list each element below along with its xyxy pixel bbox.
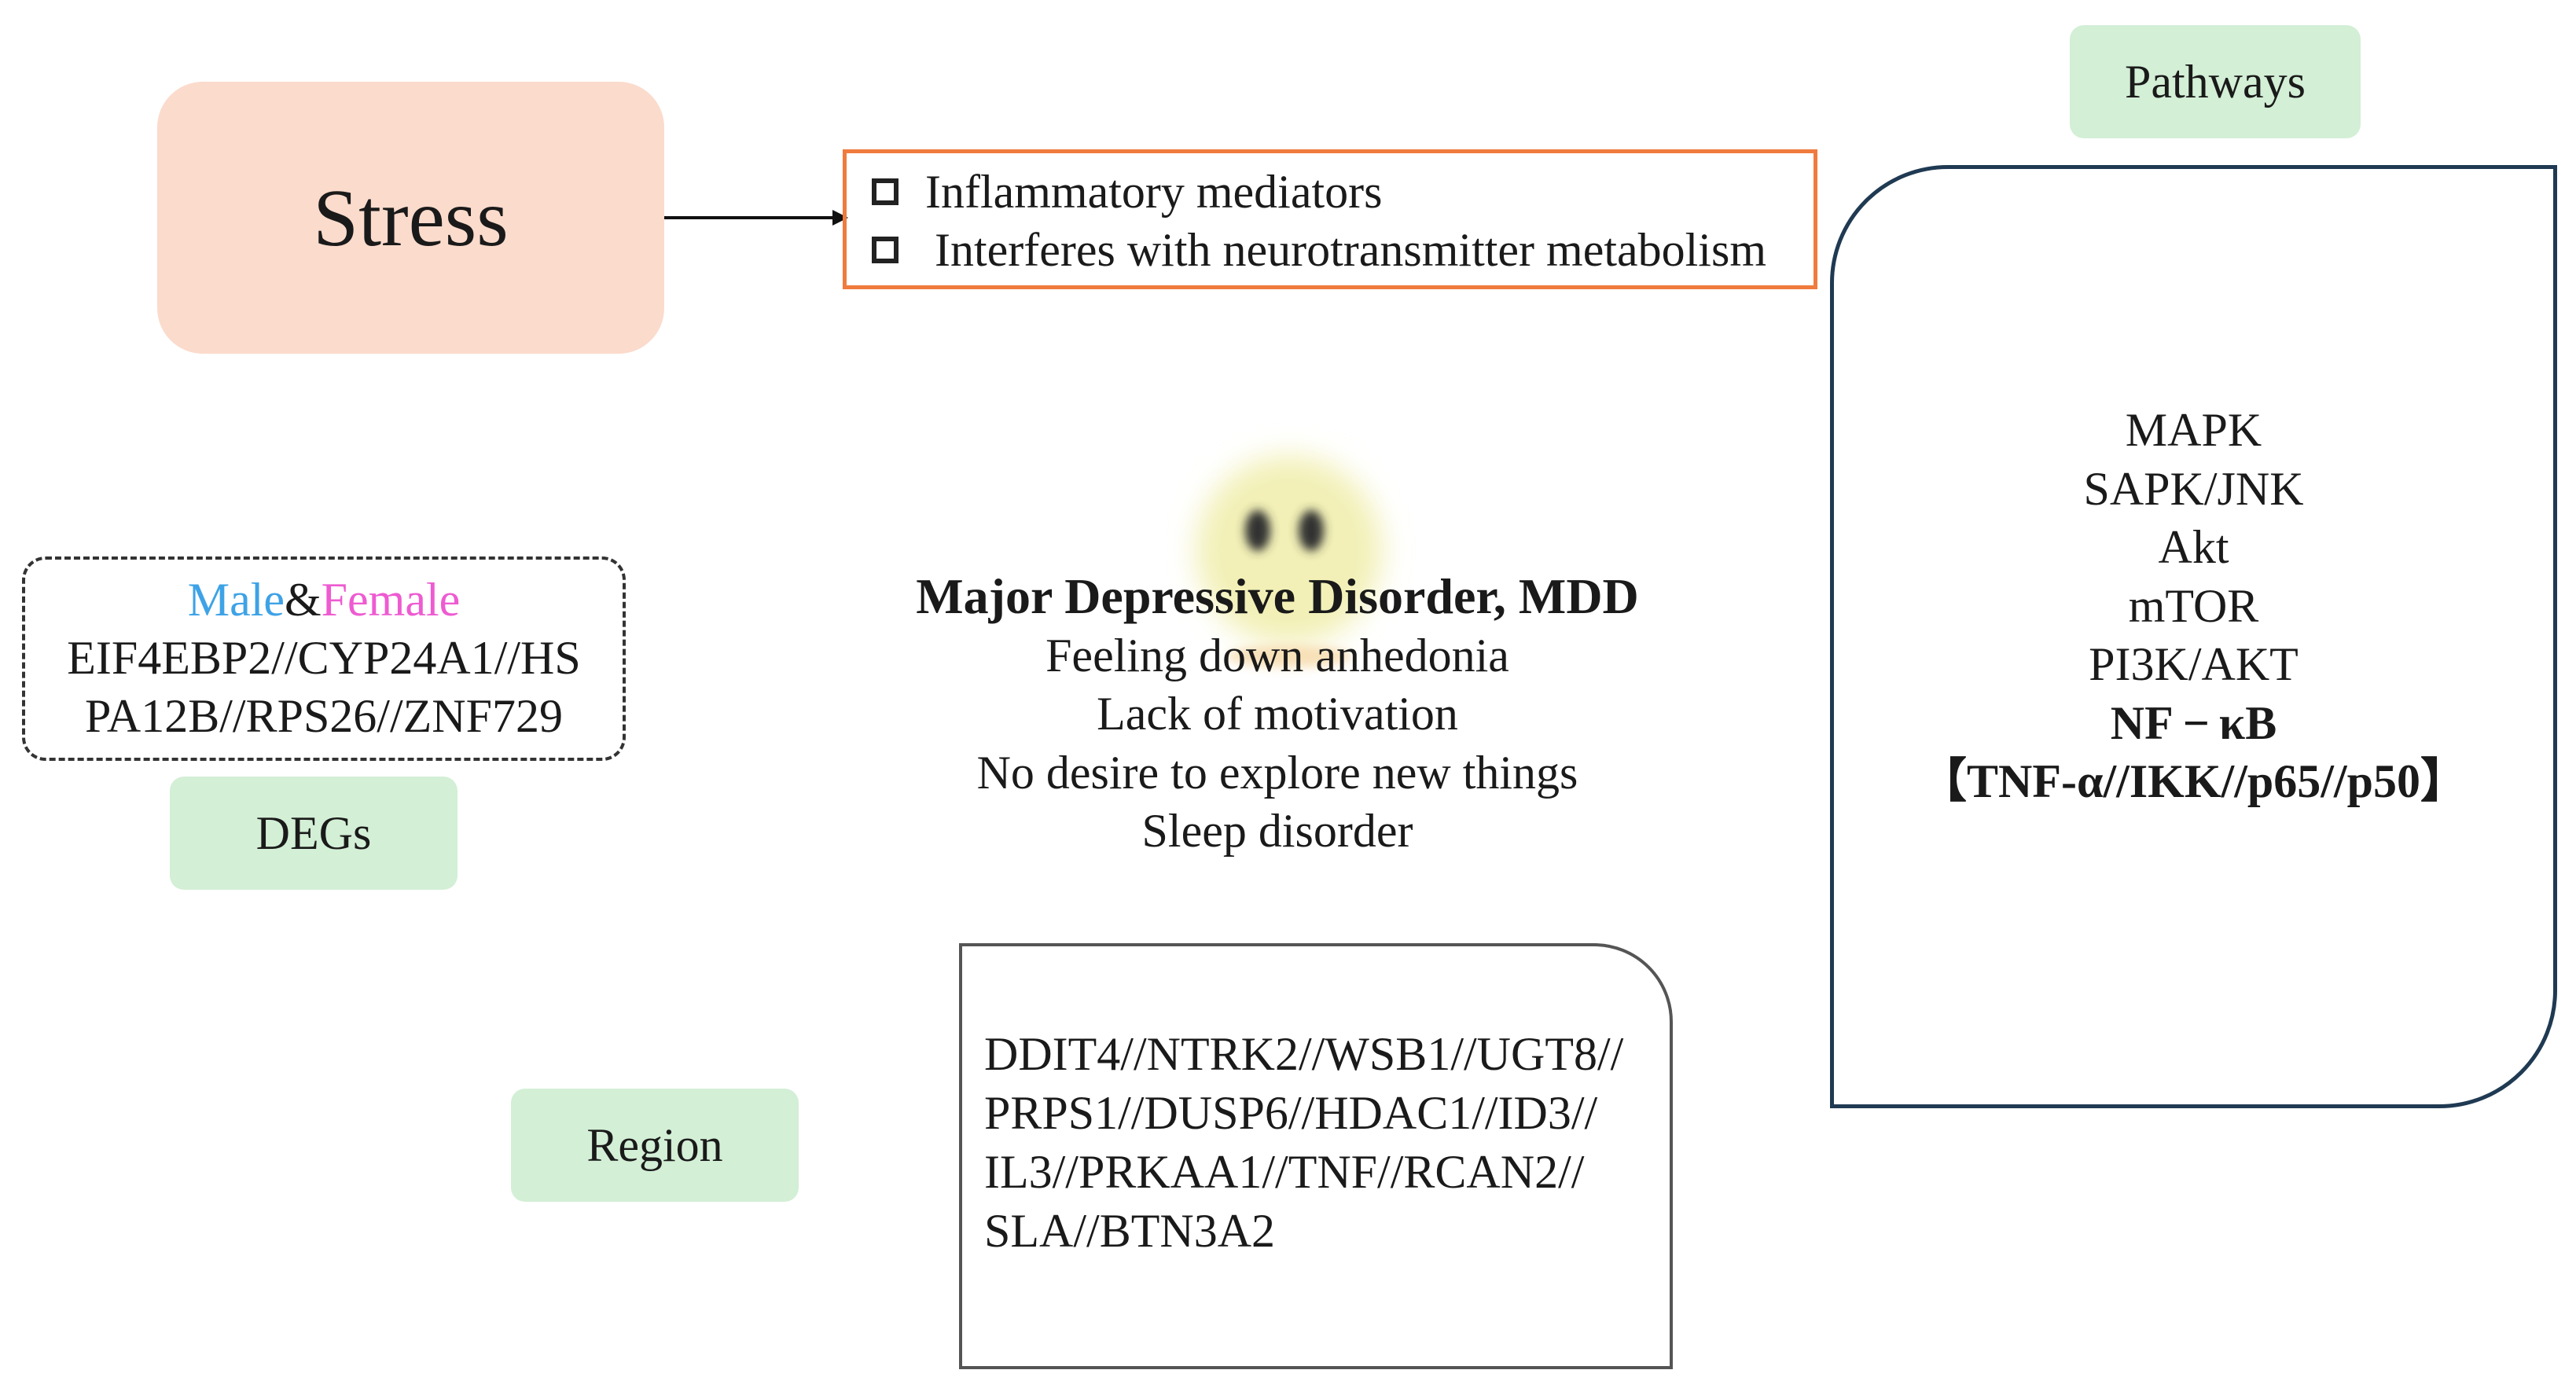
pathway-item: SAPK/JNK bbox=[2083, 462, 2304, 515]
mdd-symptom: Feeling down anhedonia bbox=[1045, 629, 1509, 681]
region-gene-line: IL3//PRKAA1//TNF//RCAN2// bbox=[984, 1146, 1585, 1198]
sad-face-icon bbox=[1196, 456, 1382, 667]
female-label: Female bbox=[321, 574, 461, 626]
region-gene-line: DDIT4//NTRK2//WSB1//UGT8// bbox=[984, 1028, 1624, 1080]
effect-text: Interferes with neurotransmitter metabol… bbox=[935, 224, 1766, 276]
region-gene-line: SLA//BTN3A2 bbox=[984, 1205, 1276, 1257]
male-label: Male bbox=[187, 574, 285, 626]
mdd-symptom: Lack of motivation bbox=[1097, 688, 1458, 740]
pathway-item-bold: NF − κB bbox=[2110, 696, 2277, 749]
mdd-description: Major Depressive Disorder, MDD Feeling d… bbox=[794, 567, 1761, 861]
degs-label-text: DEGs bbox=[255, 806, 372, 859]
pathway-item: PI3K/AKT bbox=[2089, 638, 2299, 690]
checkbox-square-icon bbox=[872, 178, 898, 205]
arrow-right-icon bbox=[664, 210, 848, 226]
degs-label: DEGs bbox=[170, 777, 458, 890]
effect-item: Inflammatory mediators bbox=[872, 163, 1813, 221]
degs-box: Male&Female EIF4EBP2//CYP24A1//HS PA12B/… bbox=[22, 556, 626, 761]
region-box: DDIT4//NTRK2//WSB1//UGT8// PRPS1//DUSP6/… bbox=[959, 943, 1673, 1369]
checkbox-square-icon bbox=[872, 237, 898, 263]
region-gene-line: PRPS1//DUSP6//HDAC1//ID3// bbox=[984, 1087, 1598, 1139]
pathway-item-bold: 【TNF-α//IKK//p65//p50】 bbox=[1920, 755, 2468, 807]
pathways-list: MAPK SAPK/JNK Akt mTOR PI3K/AKT NF − κB … bbox=[1830, 401, 2557, 811]
degs-sex-heading: Male&Female bbox=[25, 571, 623, 629]
stress-label: Stress bbox=[313, 172, 509, 263]
degs-gene-line: PA12B//RPS26//ZNF729 bbox=[85, 690, 563, 742]
ampersand: & bbox=[285, 574, 322, 626]
pathways-label: Pathways bbox=[2070, 25, 2361, 138]
stress-node: Stress bbox=[157, 82, 664, 354]
region-label: Region bbox=[511, 1089, 799, 1202]
effect-text: Inflammatory mediators bbox=[925, 166, 1383, 218]
pathways-box bbox=[1830, 165, 2557, 1108]
region-label-text: Region bbox=[586, 1118, 723, 1171]
pathways-label-text: Pathways bbox=[2125, 55, 2306, 108]
mdd-symptom: No desire to explore new things bbox=[976, 746, 1578, 799]
mdd-title: Major Depressive Disorder, MDD bbox=[916, 568, 1639, 624]
degs-gene-line: EIF4EBP2//CYP24A1//HS bbox=[67, 632, 581, 684]
effect-item: Interferes with neurotransmitter metabol… bbox=[872, 221, 1813, 279]
pathway-item: MAPK bbox=[2125, 404, 2262, 456]
pathway-item: mTOR bbox=[2128, 579, 2259, 632]
mdd-symptom: Sleep disorder bbox=[1141, 805, 1413, 857]
pathway-item: Akt bbox=[2158, 521, 2229, 573]
stress-effects-box: Inflammatory mediators Interferes with n… bbox=[843, 149, 1817, 289]
